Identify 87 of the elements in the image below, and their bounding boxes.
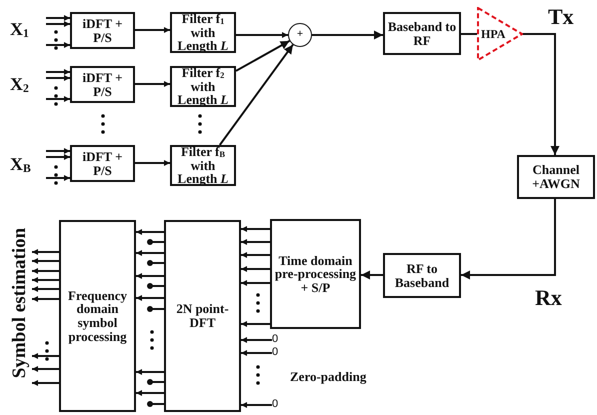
node-text: RF to Baseband (394, 262, 450, 290)
process-box (70, 66, 135, 103)
node-text: Filter f$_{1}$ with Length L (176, 12, 230, 53)
arrow (241, 239, 270, 245)
section-label: Tx (548, 4, 574, 30)
arrow (312, 30, 383, 40)
arrow (135, 27, 170, 33)
node-text: iDFT + P/S (81, 150, 124, 178)
input-label: X$_{1}$ (10, 19, 29, 40)
arrow (46, 69, 70, 75)
input-label: X$_{B}$ (10, 154, 31, 175)
arrow (241, 226, 270, 232)
node-text: 0 (272, 334, 278, 346)
process-box (383, 12, 461, 55)
section-label: Rx (535, 285, 562, 311)
arrow (136, 295, 164, 301)
arrow (236, 40, 290, 72)
filter-box (170, 12, 236, 53)
arrow (46, 175, 70, 181)
arrow (241, 252, 270, 258)
node-text: HPA (481, 28, 506, 40)
arrow (136, 369, 164, 375)
dot-terminated-line (147, 239, 164, 245)
input-label: X$_{2}$ (10, 74, 29, 95)
process-box (59, 220, 136, 412)
process-box (270, 219, 361, 329)
dot-terminated-line (147, 283, 164, 289)
process-box (70, 145, 135, 182)
node-text: + (296, 29, 304, 41)
arrow (32, 353, 59, 359)
filter-box (170, 66, 236, 107)
node-text: Time domain pre-processing + S/P (274, 254, 358, 294)
arrow (241, 280, 270, 286)
connector-line (461, 33, 477, 35)
arrow (32, 286, 59, 292)
arrow (136, 273, 164, 279)
arrow (135, 81, 170, 87)
arrow (241, 321, 270, 327)
process-box (383, 253, 461, 298)
dot-terminated-line (147, 379, 164, 385)
filter-box (170, 145, 236, 186)
arrow (46, 154, 70, 160)
arrow (46, 21, 70, 27)
arrow (522, 33, 560, 155)
arrow (46, 42, 70, 48)
arrow (46, 148, 70, 154)
node-text: iDFT + P/S (81, 16, 124, 44)
process-box (70, 12, 135, 49)
node-text: 0 (272, 347, 278, 359)
arrow (32, 268, 59, 274)
arrow (461, 199, 556, 280)
arrow (32, 296, 59, 302)
node-text: Filter f$_{2}$ with Length L (176, 66, 230, 107)
arrow (241, 350, 272, 356)
node-text: 2N point-DFT (175, 302, 230, 330)
node-text: 0 (272, 399, 278, 411)
arrow (32, 258, 59, 264)
arrow (241, 337, 272, 343)
arrow (32, 277, 59, 283)
summer-circle (288, 23, 312, 47)
dot-terminated-line (147, 401, 164, 407)
arrow (32, 380, 59, 386)
arrow (46, 96, 70, 102)
dot-terminated-line (147, 306, 164, 312)
arrow (46, 75, 70, 81)
node-text: iDFT + P/S (81, 70, 124, 98)
node-text: Frequency domain symbol processing (67, 288, 128, 344)
arrow (241, 266, 270, 272)
arrow (135, 160, 170, 166)
node-text: Channel +AWGN (531, 163, 581, 191)
process-box (164, 220, 241, 412)
arrow (136, 229, 164, 235)
node-text: Filter f$_{B}$ with Length L (176, 145, 230, 186)
output-label: Symbol estimation (10, 226, 30, 380)
arrow (32, 366, 59, 372)
arrow (241, 402, 272, 408)
process-box (517, 155, 595, 199)
node-text: Baseband to RF (386, 20, 458, 48)
note-text: Zero-padding (290, 369, 366, 385)
arrow (236, 32, 288, 38)
arrow (136, 250, 164, 256)
arrow (361, 270, 383, 280)
arrow (46, 15, 70, 21)
arrow (218, 44, 294, 146)
arrow (136, 390, 164, 396)
dot-terminated-line (147, 260, 164, 266)
arrow (32, 249, 59, 255)
